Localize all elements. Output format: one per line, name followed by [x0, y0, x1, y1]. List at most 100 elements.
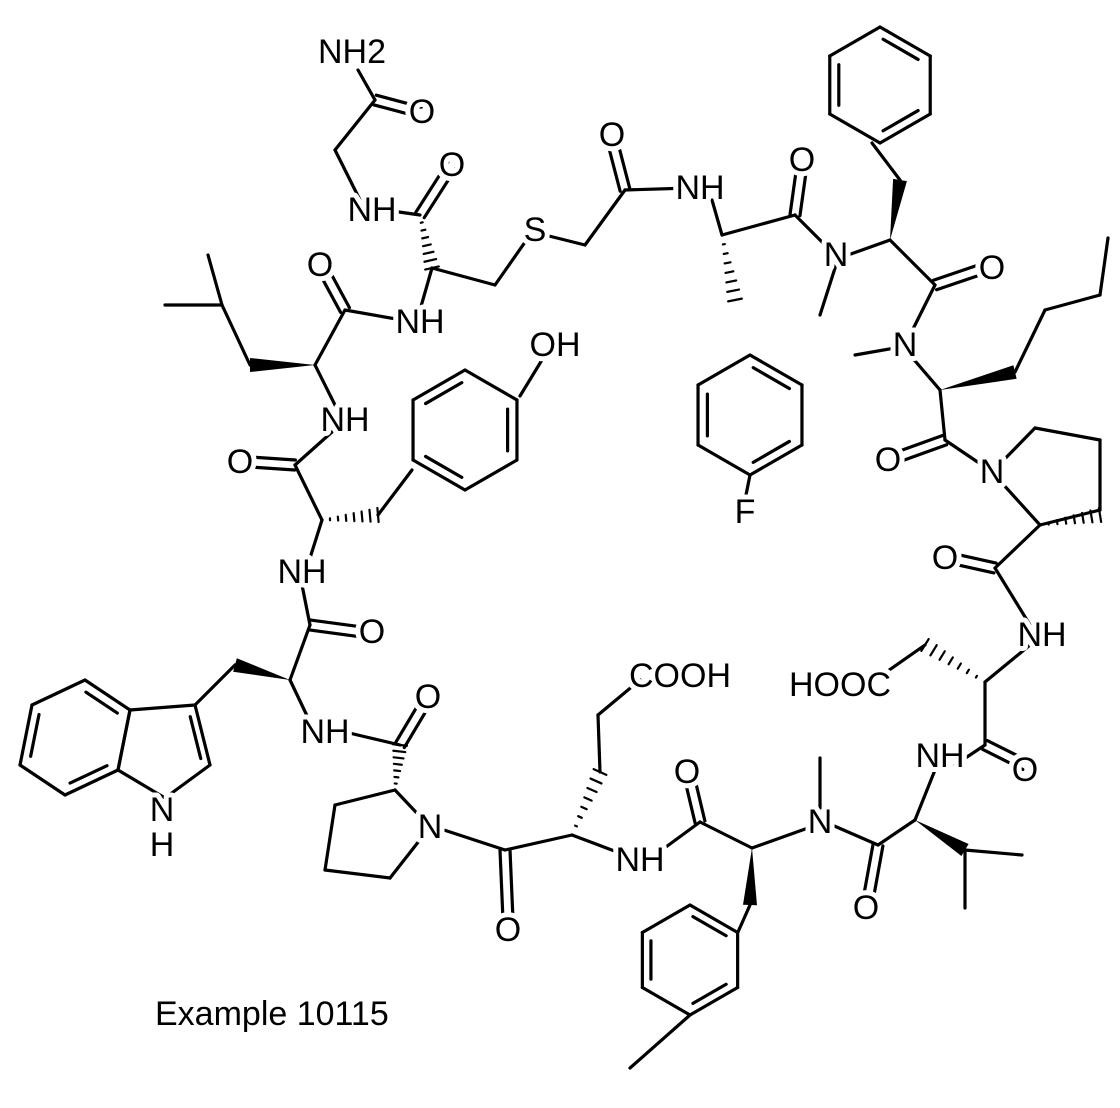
- bond: [394, 764, 402, 765]
- bond: [545, 235, 585, 245]
- bond: [728, 299, 742, 302]
- bond: [965, 850, 1022, 855]
- bond: [250, 467, 295, 470]
- atom-o: O: [409, 93, 435, 131]
- atom-o: O: [495, 911, 521, 949]
- bond: [584, 797, 591, 800]
- atom-oh: OH: [530, 326, 581, 364]
- bond: [465, 370, 517, 400]
- bond: [315, 365, 335, 405]
- atom-o: O: [1012, 751, 1038, 789]
- wedge-bond: [890, 179, 907, 240]
- bond: [585, 190, 625, 245]
- bond: [32, 680, 85, 705]
- bond: [1035, 428, 1100, 440]
- bond: [465, 460, 517, 490]
- bond: [848, 240, 890, 255]
- bond: [444, 830, 505, 850]
- bond: [753, 368, 789, 389]
- atom-nh: NH: [277, 553, 326, 591]
- bond: [958, 664, 961, 669]
- bond: [967, 670, 969, 673]
- bond: [394, 757, 404, 758]
- bond: [422, 237, 428, 238]
- atom-nh2: NH2: [318, 33, 386, 71]
- bond: [575, 826, 577, 827]
- bond: [424, 252, 434, 254]
- bond: [591, 779, 602, 784]
- wedge-bond: [250, 358, 315, 372]
- bond: [309, 630, 361, 637]
- atom-nh: NH: [347, 191, 396, 229]
- bond: [500, 850, 503, 920]
- atom-o: O: [439, 146, 465, 184]
- bond: [830, 27, 880, 56]
- bond: [118, 710, 130, 770]
- bond: [727, 290, 739, 292]
- bond: [587, 788, 596, 792]
- bond: [421, 230, 425, 231]
- bond: [581, 807, 586, 809]
- atom-nh: NH: [320, 401, 369, 439]
- atom-o: O: [932, 539, 958, 577]
- atom-h-indole: H: [150, 826, 175, 864]
- atom-n: N: [980, 453, 1005, 491]
- bond: [698, 445, 750, 475]
- bond: [195, 705, 210, 765]
- bond: [915, 770, 935, 820]
- bond: [394, 770, 400, 771]
- atom-o: O: [674, 753, 700, 791]
- bond: [70, 766, 107, 783]
- bond: [426, 383, 462, 404]
- bond: [426, 456, 462, 477]
- bond: [693, 984, 726, 1003]
- atom-o: O: [599, 116, 625, 154]
- atom-n: N: [808, 803, 833, 841]
- bond: [578, 816, 582, 818]
- bond: [940, 390, 945, 440]
- bond: [945, 440, 982, 465]
- atom-nh: NH: [1017, 616, 1066, 654]
- bond: [302, 585, 310, 625]
- atom-nh: NH: [615, 841, 664, 879]
- bond: [855, 348, 895, 355]
- bond: [378, 470, 412, 515]
- bond: [725, 262, 731, 263]
- bond: [20, 765, 65, 795]
- atom-o: O: [979, 249, 1005, 287]
- bond: [890, 240, 935, 285]
- atom-o: O: [415, 678, 441, 716]
- bond: [195, 665, 235, 705]
- bond: [345, 310, 402, 320]
- bond: [1045, 295, 1100, 310]
- bond: [354, 513, 355, 521]
- wedge-bond: [743, 848, 757, 905]
- bond: [753, 441, 789, 462]
- bond: [369, 510, 370, 522]
- atom-f: F: [735, 493, 756, 531]
- bond: [722, 215, 795, 235]
- bond: [630, 1015, 690, 1068]
- bond: [724, 253, 728, 254]
- bond: [510, 850, 513, 920]
- atom-o: O: [875, 441, 901, 479]
- bond: [872, 143, 900, 180]
- atom-nh: NH: [395, 303, 444, 341]
- bond: [700, 822, 752, 848]
- bond: [295, 465, 322, 520]
- bond: [883, 111, 918, 131]
- bond: [995, 525, 1040, 568]
- bond: [878, 820, 915, 845]
- wedge-bond: [915, 820, 969, 856]
- bond: [698, 355, 750, 385]
- bond: [1100, 238, 1108, 295]
- bond: [86, 692, 117, 713]
- bond: [362, 511, 363, 521]
- atom-labels: NH2 O NH O S O NH O N F O N O N O NH HOO…: [150, 33, 1067, 949]
- bond: [949, 657, 953, 664]
- bond: [505, 835, 572, 850]
- bond: [1015, 310, 1045, 372]
- bond: [883, 39, 918, 59]
- bond: [208, 255, 222, 305]
